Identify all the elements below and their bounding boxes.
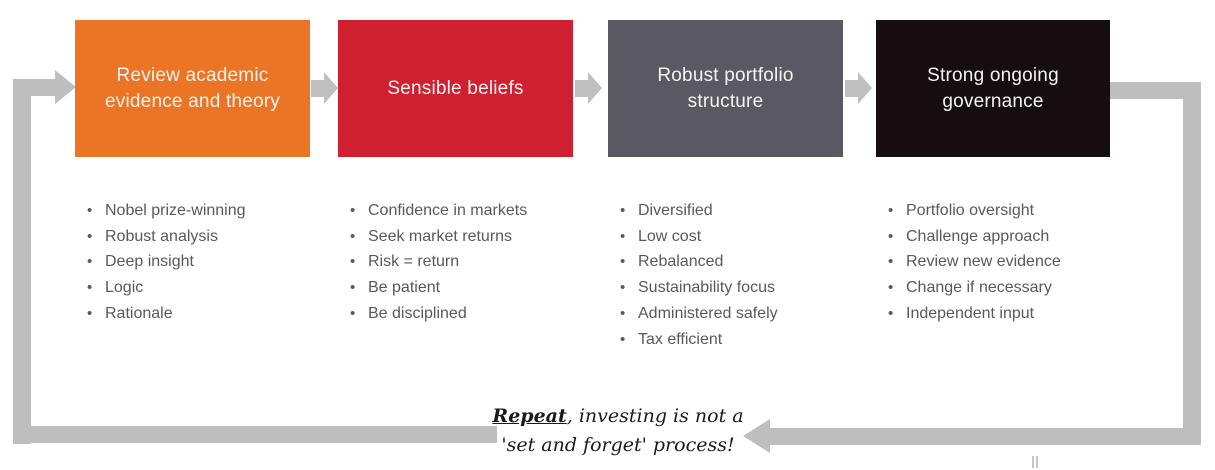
loop-arrow-return-arrowhead-icon [743, 419, 770, 453]
step-box-portfolio-structure: Robust portfolio structure [608, 20, 843, 157]
bullet-item: Logic [87, 275, 310, 301]
flow-arrow-head [858, 72, 872, 104]
bullet-item: Nobel prize-winning [87, 198, 310, 224]
step-box-governance: Strong ongoing governance [876, 20, 1110, 157]
bullet-item: Confidence in markets [350, 198, 573, 224]
flow-arrow-icon [575, 72, 602, 105]
bullet-item: Tax efficient [620, 327, 843, 353]
flow-arrow-shaft [845, 80, 858, 97]
step-bullets: Nobel prize-winning Robust analysis Deep… [75, 198, 310, 327]
step-column-sensible-beliefs: Sensible beliefs Confidence in markets S… [338, 20, 573, 327]
loop-arrow-bottom-left-segment [13, 426, 497, 443]
bullet-item: Change if necessary [888, 275, 1110, 301]
repeat-note-emphasis: Repeat [492, 405, 567, 427]
step-title: Review academic evidence and theory [105, 64, 280, 112]
step-column-review-evidence: Review academic evidence and theory Nobe… [75, 20, 310, 327]
step-column-governance: Strong ongoing governance Portfolio over… [876, 20, 1110, 327]
repeat-note-line1-rest: , investing is not a [566, 405, 744, 427]
flow-arrow-head [324, 72, 338, 104]
loop-arrow-entry-shaft [13, 79, 55, 96]
loop-arrow-bottom-right-segment [770, 428, 1201, 445]
flow-arrow-shaft [575, 80, 588, 97]
bullet-item: Robust analysis [87, 224, 310, 250]
artifact-mark-icon [1032, 456, 1039, 468]
bullet-item: Rationale [87, 301, 310, 327]
bullet-item: Low cost [620, 224, 843, 250]
step-title: Strong ongoing governance [927, 64, 1059, 112]
flow-arrow-head [588, 72, 602, 104]
loop-arrow-entry-arrowhead-icon [55, 70, 76, 104]
bullet-item: Diversified [620, 198, 843, 224]
bullet-item: Rebalanced [620, 249, 843, 275]
step-bullets: Confidence in markets Seek market return… [338, 198, 573, 327]
step-title: Robust portfolio structure [657, 64, 794, 112]
step-box-review-evidence: Review academic evidence and theory [75, 20, 310, 157]
bullet-item: Challenge approach [888, 224, 1110, 250]
bullet-item: Portfolio oversight [888, 198, 1110, 224]
step-box-sensible-beliefs: Sensible beliefs [338, 20, 573, 157]
loop-arrow-right-segment [1183, 82, 1201, 445]
loop-arrow-exit-shaft [1110, 82, 1201, 99]
flow-arrow-icon [845, 72, 872, 105]
bullet-item: Be disciplined [350, 301, 573, 327]
loop-arrow-left-segment [13, 79, 31, 444]
bullet-item: Sustainability focus [620, 275, 843, 301]
step-bullets: Portfolio oversight Challenge approach R… [876, 198, 1110, 327]
flow-arrow-icon [311, 72, 338, 105]
bullet-item: Seek market returns [350, 224, 573, 250]
bullet-item: Independent input [888, 301, 1110, 327]
step-column-portfolio-structure: Robust portfolio structure Diversified L… [608, 20, 843, 352]
repeat-note-line2: 'set and forget' process! [501, 434, 735, 456]
bullet-item: Administered safely [620, 301, 843, 327]
bullet-item: Risk = return [350, 249, 573, 275]
flow-arrow-shaft [311, 80, 324, 97]
bullet-item: Be patient [350, 275, 573, 301]
repeat-note-line1: Repeat, investing is not a [492, 402, 744, 431]
repeat-note: Repeat, investing is not a 'set and forg… [492, 402, 744, 460]
step-title: Sensible beliefs [387, 77, 524, 99]
bullet-item: Review new evidence [888, 249, 1110, 275]
bullet-item: Deep insight [87, 249, 310, 275]
step-bullets: Diversified Low cost Rebalanced Sustaina… [608, 198, 843, 352]
